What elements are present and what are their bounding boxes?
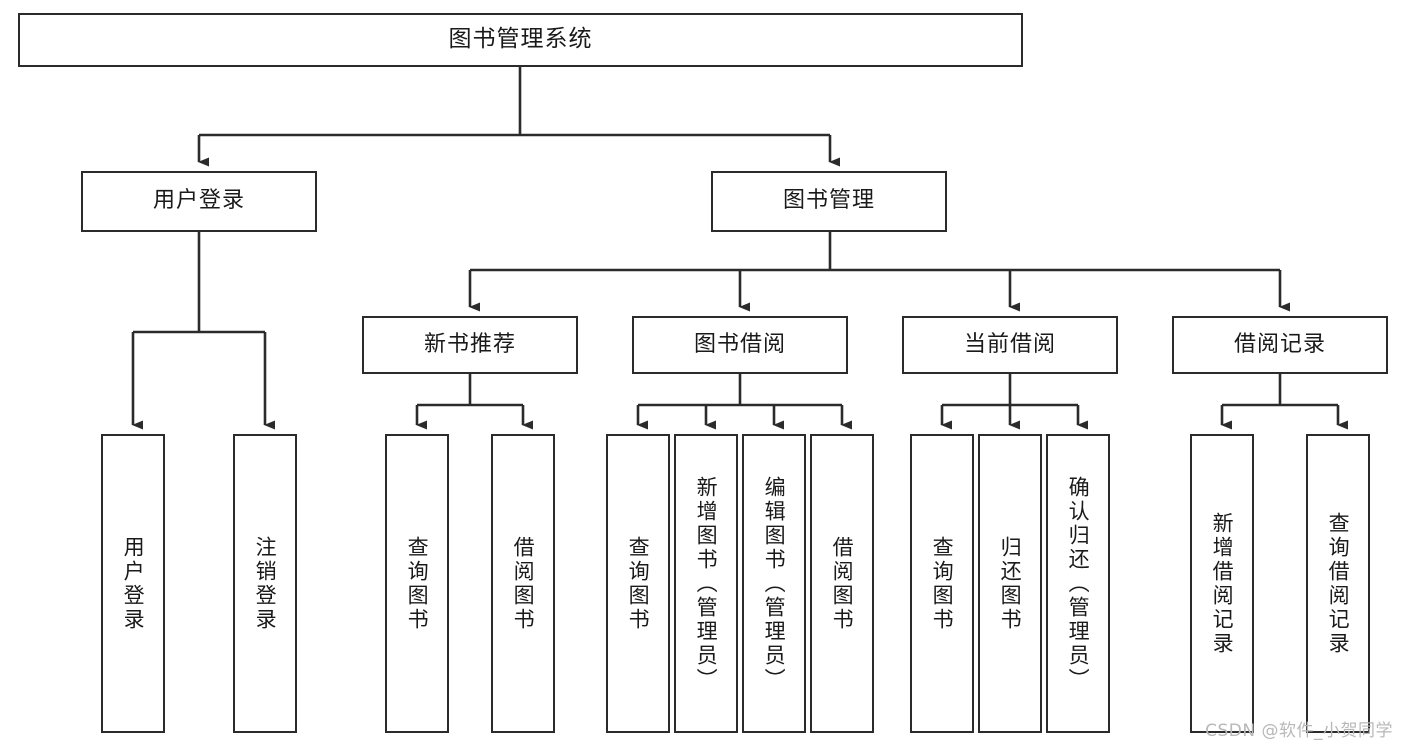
- leaf-user-login-signout[interactable]: 注销登录: [233, 434, 297, 733]
- leaf-book-borrow-add[interactable]: 新增图书（管理员）: [674, 434, 738, 733]
- leaf-borrow-record-add[interactable]: 新增借阅记录: [1190, 434, 1254, 733]
- node-root-system[interactable]: 图书管理系统: [18, 13, 1023, 67]
- leaf-book-borrow-edit[interactable]: 编辑图书（管理员）: [742, 434, 806, 733]
- leaf-new-book-query[interactable]: 查询图书: [385, 434, 449, 733]
- node-book-management[interactable]: 图书管理: [711, 171, 947, 232]
- leaf-current-borrow-confirm-return[interactable]: 确认归还（管理员）: [1046, 434, 1110, 733]
- leaf-current-borrow-return[interactable]: 归还图书: [978, 434, 1042, 733]
- leaf-borrow-record-query[interactable]: 查询借阅记录: [1306, 434, 1370, 733]
- leaf-book-borrow-query[interactable]: 查询图书: [606, 434, 670, 733]
- node-new-book-recommend[interactable]: 新书推荐: [362, 316, 578, 374]
- leaf-current-borrow-query[interactable]: 查询图书: [910, 434, 974, 733]
- leaf-new-book-borrow[interactable]: 借阅图书: [491, 434, 555, 733]
- node-current-borrow[interactable]: 当前借阅: [902, 316, 1118, 374]
- leaf-user-login-signin[interactable]: 用户登录: [101, 434, 165, 733]
- leaf-book-borrow-lend[interactable]: 借阅图书: [810, 434, 874, 733]
- node-borrow-record[interactable]: 借阅记录: [1172, 316, 1388, 374]
- csdn-watermark: CSDN @软件_小贺同学: [1205, 721, 1393, 741]
- node-book-borrow[interactable]: 图书借阅: [632, 316, 848, 374]
- node-user-login[interactable]: 用户登录: [81, 171, 317, 232]
